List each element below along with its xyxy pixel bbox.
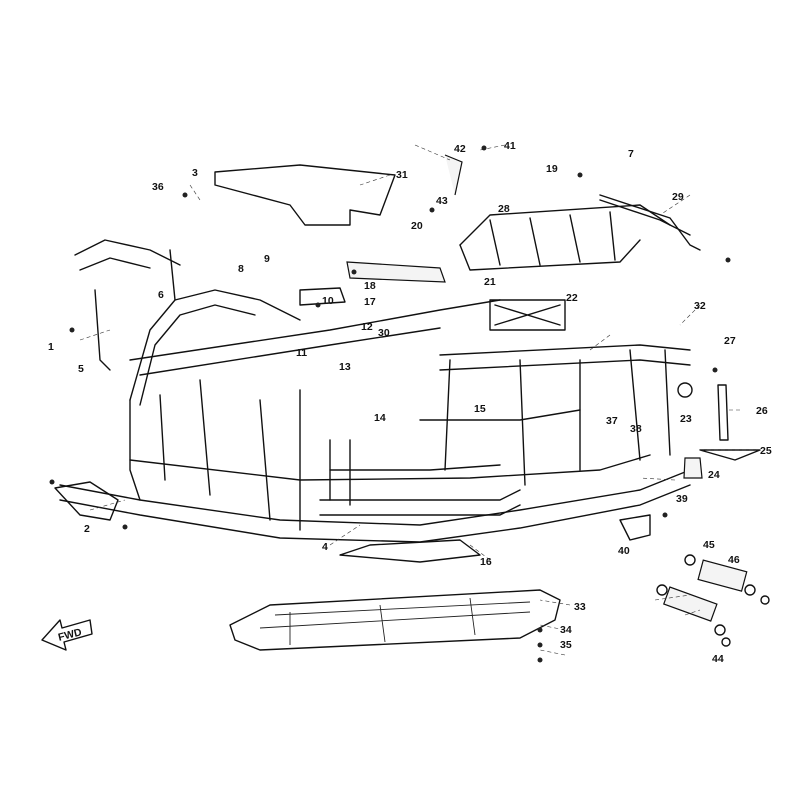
callout-4: 4	[322, 541, 328, 553]
callout-29: 29	[672, 191, 684, 203]
callout-7: 7	[628, 148, 634, 160]
callout-13: 13	[339, 361, 351, 373]
callout-38: 38	[630, 423, 642, 435]
fwd-direction-arrow: FWD	[41, 619, 93, 651]
callout-11: 11	[296, 347, 307, 359]
callout-44: 44	[712, 653, 724, 665]
callout-labels: 1 2 3 4 5 6 7 8 9 10 11 12 13 14 15 16 1…	[48, 140, 772, 665]
callout-26: 26	[756, 405, 768, 417]
callout-19: 19	[546, 163, 558, 175]
callout-46: 46	[728, 554, 740, 566]
callout-40: 40	[618, 545, 630, 557]
callout-15: 15	[474, 403, 486, 415]
callout-5: 5	[78, 363, 84, 375]
callout-32: 32	[694, 300, 706, 312]
upper-assemblies	[214, 154, 701, 331]
callout-6: 6	[158, 289, 164, 301]
callout-18: 18	[364, 280, 376, 292]
skid-plate	[229, 589, 561, 651]
callout-35: 35	[560, 639, 572, 651]
callout-1: 1	[48, 341, 54, 353]
callout-14: 14	[374, 412, 386, 424]
callout-23: 23	[680, 413, 692, 425]
main-frame	[59, 199, 691, 563]
callout-22: 22	[566, 292, 578, 304]
callout-3: 3	[192, 167, 198, 179]
callout-45: 45	[703, 539, 715, 551]
callout-33: 33	[574, 601, 586, 613]
callout-24: 24	[708, 469, 720, 481]
leader-lines	[79, 144, 760, 656]
callout-2: 2	[84, 523, 90, 535]
callout-16: 16	[480, 556, 492, 568]
callout-31: 31	[396, 169, 408, 181]
callout-43: 43	[436, 195, 448, 207]
fasteners	[49, 145, 731, 663]
callout-27: 27	[724, 335, 736, 347]
callout-17: 17	[364, 296, 376, 308]
callout-25: 25	[760, 445, 772, 457]
callout-8: 8	[238, 263, 244, 275]
side-brackets	[619, 382, 761, 541]
callout-28: 28	[498, 203, 510, 215]
mount-assembly-lower	[656, 584, 731, 647]
callout-41: 41	[504, 140, 516, 152]
callout-20: 20	[411, 220, 423, 232]
callout-12: 12	[361, 321, 373, 333]
mount-assembly-upper	[684, 554, 770, 605]
callout-9: 9	[264, 253, 270, 265]
callout-42: 42	[454, 143, 466, 155]
callout-39: 39	[676, 493, 688, 505]
callout-37: 37	[606, 415, 618, 427]
callout-30: 30	[378, 327, 390, 339]
front-bracket	[54, 481, 119, 521]
callout-10: 10	[322, 295, 334, 307]
callout-34: 34	[560, 624, 572, 636]
callout-21: 21	[484, 276, 496, 288]
callout-36: 36	[152, 181, 164, 193]
fwd-label: FWD	[57, 626, 84, 644]
